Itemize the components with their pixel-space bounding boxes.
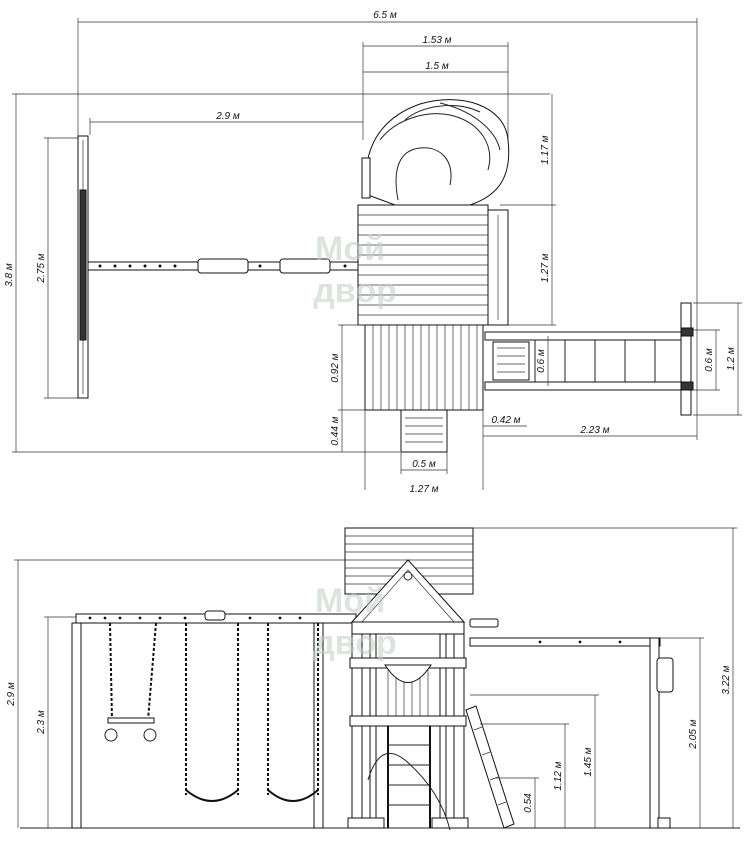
monkey-frame-side [469,618,674,829]
label-slide-zone: 1.17 м [540,135,551,164]
dim-width-total: 6.5 м [77,10,698,300]
dim-deck-h: 1.45 м [470,694,599,828]
dim-ladder-width: 0.5 м [400,452,448,474]
label-lower-deck: 0.92 м [330,353,341,382]
dim-monkey-frame: 1.2 м [693,302,742,416]
tower-ladder [367,726,451,831]
trapeze-rings [104,622,157,742]
dim-tower-outer: 1.53 м [362,35,509,140]
dim-swing-frame: 2.75 м [36,137,80,399]
watermark-line1: Мой [315,230,385,268]
side-view: 2.9 м 2.3 м [6,527,740,831]
label-low-h: 0.54 [523,793,534,813]
label-deck-h: 1.45 м [583,747,594,776]
dim-offset: 0.42 м [483,415,527,427]
watermark-side-line1: Мой [315,582,385,620]
swing-frame-top [77,135,89,399]
dim-tower-inner: 1.5 м [363,61,508,73]
dim-monkey-w2: 0.6 м [693,329,720,391]
top-view: 6.5 м 1.53 м 1.5 м 2.9 м 3.8 м [4,10,742,495]
tower-roof-top [357,204,509,326]
spiral-slide-top [361,99,510,206]
dim-monkey-len: 2.23 м [483,300,698,440]
side-ramp [465,705,515,829]
watermark-top: Мой двор [313,230,397,310]
label-monkey-len: 2.23 м [579,425,609,436]
dim-beam-h: 2.3 м [36,616,78,828]
watermark-side: Мой двор [313,582,397,662]
label-tower-depth: 1.27 м [540,253,551,282]
dim-tower-depth: 1.27 м [500,205,556,326]
watermark-line2: двор [313,272,397,310]
belt-swings [185,623,319,802]
watermark-side-line2: двор [313,624,397,662]
label-total-h: 2.9 м [6,682,17,707]
dim-total-h: 2.9 м [6,559,345,828]
ladder-top [400,409,448,453]
monkey-bars-top [484,302,694,416]
label-offset: 0.42 м [491,415,520,426]
dim-low-h: 0.54 [495,777,539,828]
label-swing-beam: 2.9 м [215,111,240,122]
label-depth-total: 3.8 м [4,263,15,287]
dim-slide-zone: 1.17 м [500,94,556,206]
dim-monkey-h: 2.05 м [660,637,704,828]
dim-monkey-w: 0.6 м [536,336,549,386]
label-ladder-len: 0.44 м [330,416,341,445]
dim-step-h: 1.12 м [480,723,569,828]
dim-bottom-width: 1.27 м [364,410,484,495]
label-tower-outer: 1.53 м [422,35,451,46]
dim-depth-total: 3.8 м [4,93,550,453]
label-monkey-h: 2.05 м [688,719,699,749]
label-beam-h: 2.3 м [36,710,47,735]
lower-deck-top [364,324,484,411]
label-bottom-width: 1.27 м [409,484,438,495]
label-monkey-w: 0.6 м [536,349,547,373]
label-monkey-w2: 0.6 м [704,348,715,372]
dim-swing-beam: 2.9 м [89,111,363,135]
tower-side [344,527,474,829]
label-ladder-width: 0.5 м [412,459,436,470]
dim-ladder-len: 0.44 м [330,410,343,452]
label-swing-frame: 2.75 м [36,253,47,283]
label-tower-inner: 1.5 м [425,61,449,72]
label-monkey-frame: 1.2 м [726,347,737,371]
label-right-total: 3.22 м [721,665,732,694]
dim-lower-deck: 0.92 м [330,324,365,411]
swing-beam-top [87,258,361,274]
dim-right-total: 3.22 м [473,527,737,828]
label-step-h: 1.12 м [553,761,564,790]
label-width-total: 6.5 м [373,10,397,21]
